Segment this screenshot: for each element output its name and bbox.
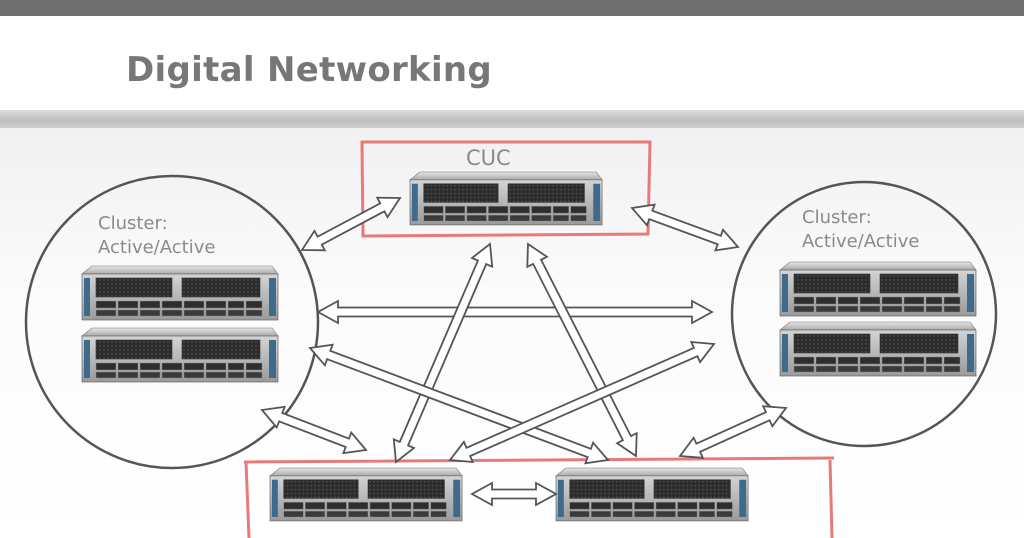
arrow-left-right-cluster	[316, 299, 714, 325]
arrow-cuc-right-cluster	[630, 203, 740, 252]
slide-title: Digital Networking	[126, 50, 493, 90]
left-cluster-label-line2: Active/Active	[98, 237, 216, 258]
right-cluster-label: Cluster: Active/Active	[802, 206, 919, 254]
left-cluster-label: Cluster: Active/Active	[98, 212, 215, 260]
arrow-right-cluster-bottom-right	[678, 405, 788, 459]
left-cluster-label-line1: Cluster:	[98, 213, 168, 234]
arrow-cuc-bottom-right	[526, 242, 638, 458]
bottom-right-server	[555, 467, 749, 522]
top-bar	[0, 0, 1024, 16]
right-cluster-server-top	[779, 261, 977, 317]
right-cluster-label-line2: Active/Active	[802, 231, 920, 252]
right-cluster-server-bottom	[779, 321, 977, 377]
cuc-server	[409, 171, 603, 226]
bottom-highlight-box	[243, 456, 835, 538]
left-cluster-server-bottom	[81, 327, 279, 383]
left-cluster-circle	[24, 174, 320, 470]
arrow-bottom-servers	[470, 481, 558, 507]
arrow-cuc-left-cluster	[300, 196, 402, 252]
title-divider	[0, 110, 1024, 128]
arrow-right-cluster-bottom-left	[448, 340, 716, 464]
arrow-cuc-bottom-left	[392, 242, 494, 464]
cuc-highlight-box	[360, 140, 652, 238]
bottom-left-server	[269, 467, 463, 522]
connection-arrows	[260, 196, 788, 507]
arrow-left-cluster-bottom-left	[260, 405, 368, 455]
right-cluster-circle	[730, 180, 998, 448]
arrow-left-cluster-bottom-right	[308, 343, 610, 465]
right-cluster-label-line1: Cluster:	[802, 207, 872, 228]
left-cluster-server-top	[81, 265, 279, 321]
cuc-label: CUC	[466, 146, 511, 170]
